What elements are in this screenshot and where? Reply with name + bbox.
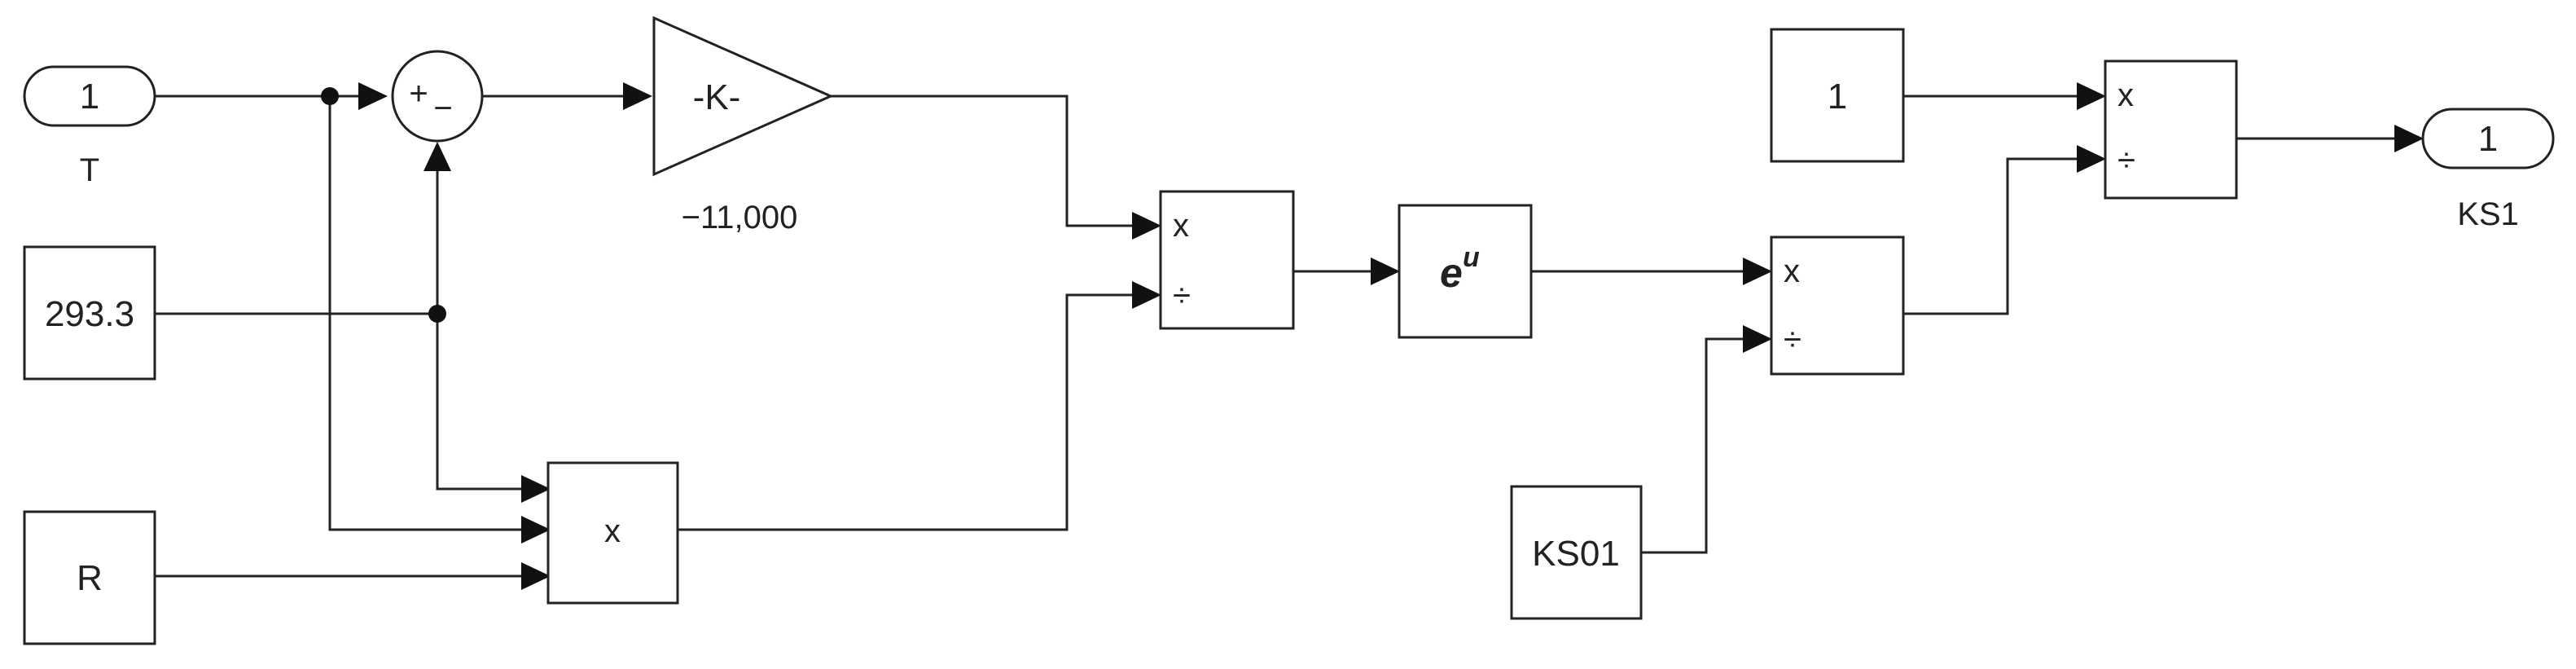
inport-T-name: T bbox=[80, 152, 99, 188]
gain-block[interactable]: -K- −11,000 bbox=[652, 15, 834, 235]
constant-R-block[interactable]: R bbox=[23, 510, 156, 645]
exp-exponent: u bbox=[1463, 242, 1480, 273]
sum-minus-sign: − bbox=[433, 90, 452, 126]
wire-divide2-to-divide3[interactable] bbox=[1903, 157, 2077, 315]
gain-caption: −11,000 bbox=[682, 200, 798, 235]
divide-block-3[interactable]: x ÷ bbox=[2104, 59, 2238, 200]
wire-product-to-divide1[interactable] bbox=[678, 293, 1132, 531]
divide-block-1[interactable]: x ÷ bbox=[1159, 190, 1295, 330]
divide1-divide-port: ÷ bbox=[1173, 278, 1191, 314]
constant-293-value: 293.3 bbox=[45, 294, 134, 334]
divide3-divide-port: ÷ bbox=[2117, 143, 2135, 178]
divide3-multiply-port: x bbox=[2117, 77, 2134, 113]
constant-KS01-block[interactable]: KS01 bbox=[1510, 485, 1643, 620]
outport-KS1-block[interactable]: 1 KS1 bbox=[2421, 108, 2555, 232]
inport-T-number: 1 bbox=[80, 77, 99, 117]
junctions bbox=[321, 87, 446, 323]
junction-dot-T bbox=[321, 87, 339, 105]
constant-one-block[interactable]: 1 bbox=[1770, 28, 1905, 163]
divide-block-2[interactable]: x ÷ bbox=[1770, 235, 1905, 376]
constant-one-value: 1 bbox=[1828, 77, 1847, 117]
wire-gain-to-divide1[interactable] bbox=[831, 95, 1132, 227]
sum-block[interactable]: + − bbox=[391, 50, 484, 143]
constant-KS01-value: KS01 bbox=[1532, 534, 1620, 574]
junction-dot-293 bbox=[428, 305, 446, 323]
signal-lines bbox=[155, 95, 2394, 578]
wire-KS01-to-divide2[interactable] bbox=[1641, 337, 1743, 554]
gain-text: -K- bbox=[693, 77, 741, 117]
outport-KS1-name: KS1 bbox=[2457, 196, 2519, 232]
exp-block[interactable]: e u bbox=[1398, 204, 1533, 339]
inport-T-block[interactable]: 1 T bbox=[23, 65, 156, 188]
outport-KS1-number: 1 bbox=[2478, 119, 2498, 159]
divide2-multiply-port: x bbox=[1784, 253, 1800, 289]
constant-293-block[interactable]: 293.3 bbox=[23, 245, 156, 381]
exp-base: e bbox=[1440, 250, 1463, 296]
sum-plus-sign: + bbox=[409, 76, 428, 112]
divide2-divide-port: ÷ bbox=[1784, 322, 1801, 358]
wire-293-to-product[interactable] bbox=[436, 314, 521, 491]
divide1-multiply-port: x bbox=[1173, 208, 1189, 244]
product-block[interactable]: x bbox=[546, 461, 679, 605]
wire-T-branch-to-product[interactable] bbox=[328, 96, 521, 531]
constant-R-value: R bbox=[77, 558, 103, 598]
product-operator: x bbox=[604, 513, 621, 549]
